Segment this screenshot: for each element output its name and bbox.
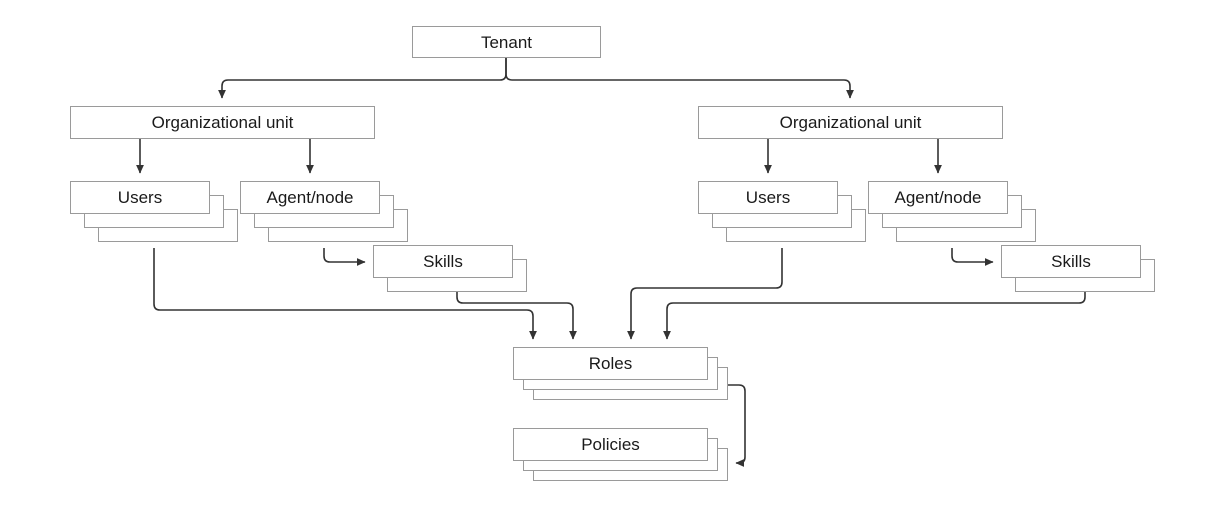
- node-agent-left-label: Agent/node: [266, 188, 354, 207]
- node-users-right[interactable]: Users: [698, 181, 866, 242]
- node-policies-card-front: Policies: [513, 428, 708, 461]
- node-skills-left-label: Skills: [423, 252, 463, 271]
- edge-skills-left-to-roles: [456, 291, 577, 340]
- edge-agent-right-to-skills-right: [951, 248, 994, 266]
- node-tenant[interactable]: Tenant: [412, 26, 601, 58]
- node-tenant-label: Tenant: [480, 32, 533, 52]
- node-skills-left[interactable]: Skills: [373, 245, 527, 292]
- node-ou-right[interactable]: Organizational unit: [698, 106, 1003, 139]
- node-roles-card-front: Roles: [513, 347, 708, 380]
- node-agent-right-card-front: Agent/node: [868, 181, 1008, 214]
- node-ou-right-card: Organizational unit: [698, 106, 1003, 139]
- node-skills-left-card-front: Skills: [373, 245, 513, 278]
- node-users-right-card-front: Users: [698, 181, 838, 214]
- node-users-left-card-front: Users: [70, 181, 210, 214]
- node-skills-right-card-front: Skills: [1001, 245, 1141, 278]
- edge-roles-to-policies: [728, 384, 746, 467]
- node-tenant-card: Tenant: [412, 26, 601, 58]
- edge-users-right-to-roles: [627, 248, 783, 340]
- node-ou-left-card: Organizational unit: [70, 106, 375, 139]
- node-skills-right[interactable]: Skills: [1001, 245, 1155, 292]
- node-skills-right-label: Skills: [1051, 252, 1091, 271]
- node-policies[interactable]: Policies: [513, 428, 728, 481]
- edge-agent-left-to-skills-left: [323, 248, 366, 266]
- edge-tenant-to-ou-left: [218, 58, 507, 99]
- node-policies-label: Policies: [581, 435, 640, 454]
- node-users-right-label: Users: [745, 188, 791, 207]
- node-roles[interactable]: Roles: [513, 347, 728, 400]
- node-users-left-label: Users: [117, 188, 163, 207]
- edge-skills-right-to-roles: [663, 291, 1086, 340]
- node-ou-left-label: Organizational unit: [151, 113, 294, 132]
- node-agent-right[interactable]: Agent/node: [868, 181, 1036, 242]
- node-agent-left-card-front: Agent/node: [240, 181, 380, 214]
- node-agent-right-label: Agent/node: [894, 188, 982, 207]
- node-ou-left[interactable]: Organizational unit: [70, 106, 375, 139]
- edge-tenant-to-ou-right: [505, 58, 854, 99]
- edge-users-left-to-roles: [153, 248, 537, 340]
- node-users-left[interactable]: Users: [70, 181, 238, 242]
- node-agent-left[interactable]: Agent/node: [240, 181, 408, 242]
- node-ou-right-label: Organizational unit: [779, 113, 922, 132]
- node-roles-label: Roles: [588, 354, 633, 373]
